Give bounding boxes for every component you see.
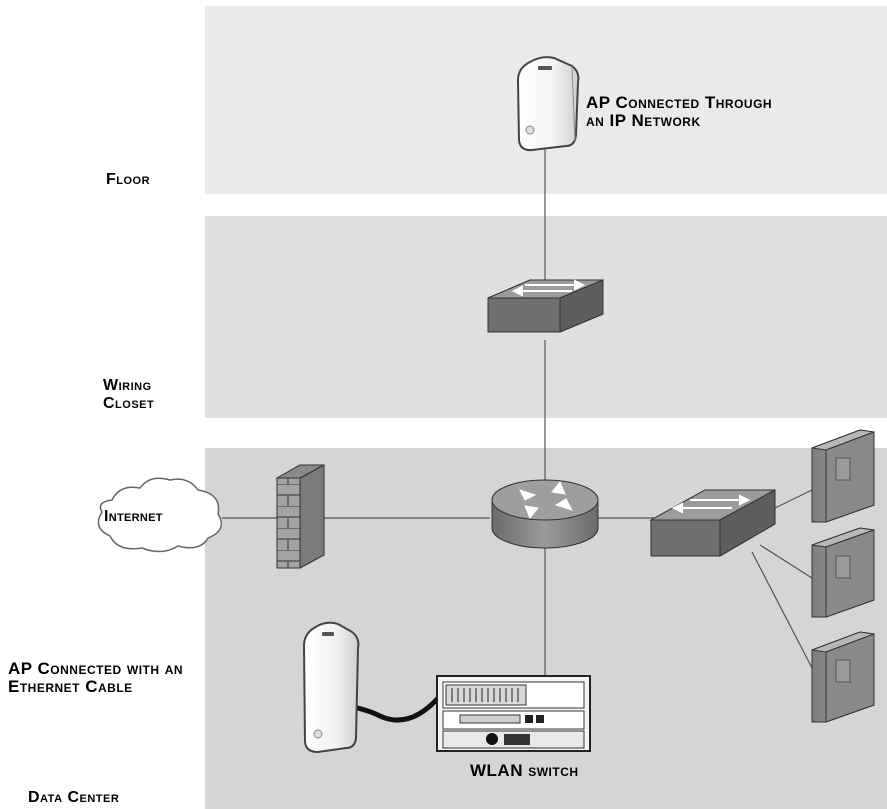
zone-label-data-center: Data Center: [28, 789, 120, 806]
wlan-switch: [436, 675, 591, 752]
ap-ethernet-label: AP Connected with an Ethernet Cable: [8, 660, 183, 696]
access-point-ethernet: [302, 621, 455, 754]
wlan-switch-label-bold: WLAN: [470, 761, 523, 780]
connection-lines: [222, 140, 813, 676]
line-dc-switch-to-server-1: [774, 489, 813, 509]
wiring-closet-line-2: Closet: [103, 395, 155, 412]
zone-label-wiring-closet: Wiring Closet: [103, 377, 154, 413]
ap-ip-line-1: AP Connected Through: [586, 93, 773, 112]
zone-label-floor: Floor: [106, 171, 151, 188]
wiring-closet-line-1: Wiring: [103, 377, 152, 394]
server-2: [811, 527, 875, 618]
server-3: [811, 631, 875, 723]
router: [491, 479, 599, 549]
server-1: [811, 429, 875, 523]
wlan-switch-label-rest: switch: [522, 761, 579, 780]
internet-label: Internet: [104, 508, 163, 525]
datacenter-switch: [649, 489, 776, 557]
ap-eth-line-1: AP Connected with an: [8, 659, 184, 678]
ap-ip-line-2: an IP Network: [586, 111, 701, 130]
line-dc-switch-to-server-3: [751, 551, 813, 669]
wlan-switch-label: WLAN switch: [470, 762, 579, 780]
line-dc-switch-to-server-2: [759, 544, 813, 579]
closet-switch: [487, 279, 604, 333]
ap-eth-line-2: Ethernet Cable: [8, 677, 133, 696]
internet-cloud: [97, 477, 223, 553]
firewall: [275, 464, 325, 569]
ap-ip-network-label: AP Connected Through an IP Network: [586, 94, 772, 130]
access-point-ip: [516, 56, 580, 152]
